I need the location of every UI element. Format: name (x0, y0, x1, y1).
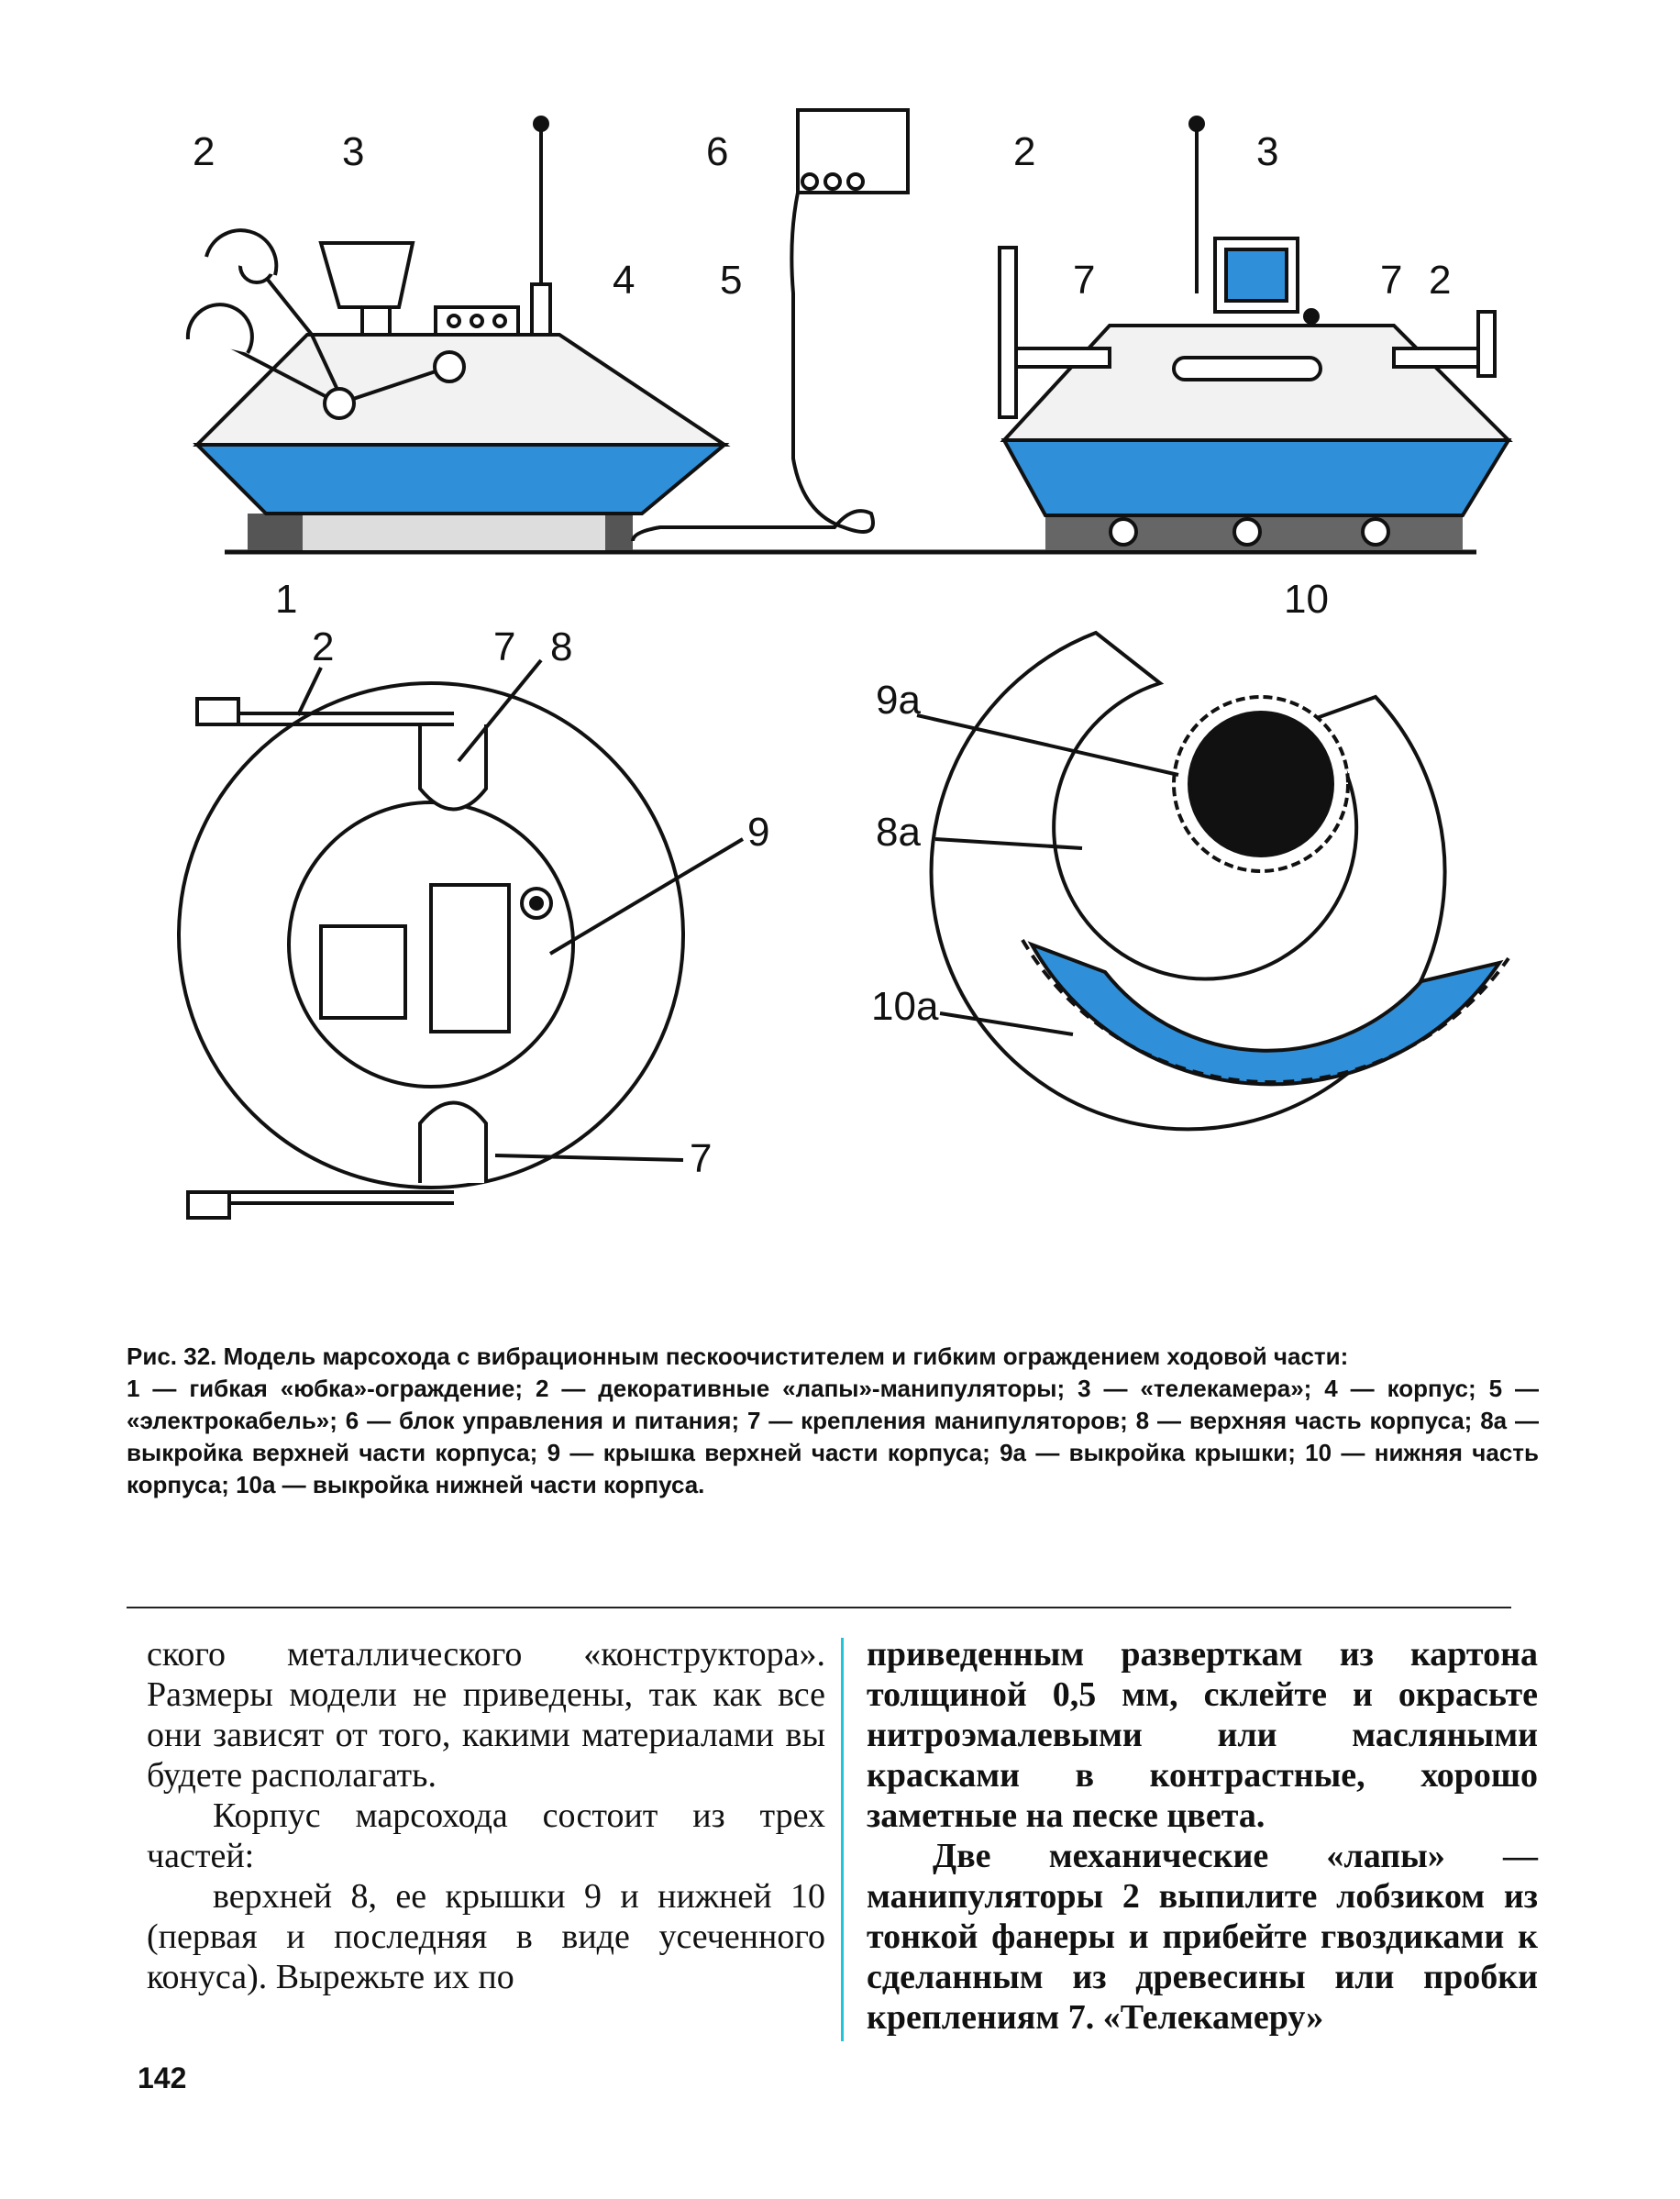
rover-top-view (177, 658, 745, 1220)
paragraph: Корпус марсохода состоит из трех частей: (147, 1796, 825, 1875)
label-9: 9 (747, 810, 769, 855)
label-9a: 9a (876, 678, 921, 723)
paragraph: верхней 8, ее крышки 9 и нижней 10 (перв… (147, 1877, 825, 1996)
rover-side-view-left (185, 116, 731, 550)
paragraph: ского металлического «конструктора». Раз… (147, 1635, 825, 1795)
label-10: 10 (1284, 577, 1329, 622)
caption-legend: 1 — гибкая «юбка»-ограждение; 2 — декора… (127, 1375, 1539, 1498)
label-7: 7 (1073, 258, 1095, 303)
rover-figure: 1 2 3 4 5 6 2 3 7 7 2 10 2 7 8 9 7 9a 8a… (177, 108, 1513, 1220)
label-2: 2 (1013, 129, 1035, 174)
label-4: 4 (613, 258, 635, 303)
label-6: 6 (706, 129, 728, 174)
label-7: 7 (1380, 258, 1402, 303)
label-2: 2 (1429, 258, 1451, 303)
label-8a: 8a (876, 810, 921, 855)
label-3: 3 (342, 129, 364, 174)
label-7: 7 (690, 1136, 712, 1181)
rover-side-view-right (998, 116, 1513, 550)
text-column-right: приведенным разверткам из картона толщин… (867, 1634, 1538, 2038)
column-divider (841, 1638, 844, 2041)
paragraph: приведенным разверткам из картона толщин… (867, 1635, 1538, 1835)
caption-title: Рис. 32. Модель марсохода с вибрационным… (127, 1343, 1349, 1370)
text-column-left: ского металлического «конструктора». Раз… (147, 1634, 825, 1997)
figure-labels: 1 2 3 4 5 6 2 3 7 7 2 10 2 7 8 9 7 9a 8a… (193, 129, 1451, 1181)
label-10a: 10a (871, 984, 939, 1029)
label-7: 7 (493, 624, 515, 669)
separator-rule (127, 1607, 1511, 1608)
label-2: 2 (193, 129, 215, 174)
pattern-templates (916, 630, 1510, 1132)
paragraph: Две механические «лапы» — манипуляторы 2… (867, 1837, 1538, 2037)
label-2: 2 (312, 624, 334, 669)
label-5: 5 (720, 258, 742, 303)
figure-caption: Рис. 32. Модель марсохода с вибрационным… (127, 1341, 1539, 1501)
label-3: 3 (1256, 129, 1278, 174)
page-number: 142 (138, 2061, 187, 2094)
label-8: 8 (550, 624, 572, 669)
label-1: 1 (275, 577, 297, 622)
cable-and-control-box (631, 108, 910, 542)
